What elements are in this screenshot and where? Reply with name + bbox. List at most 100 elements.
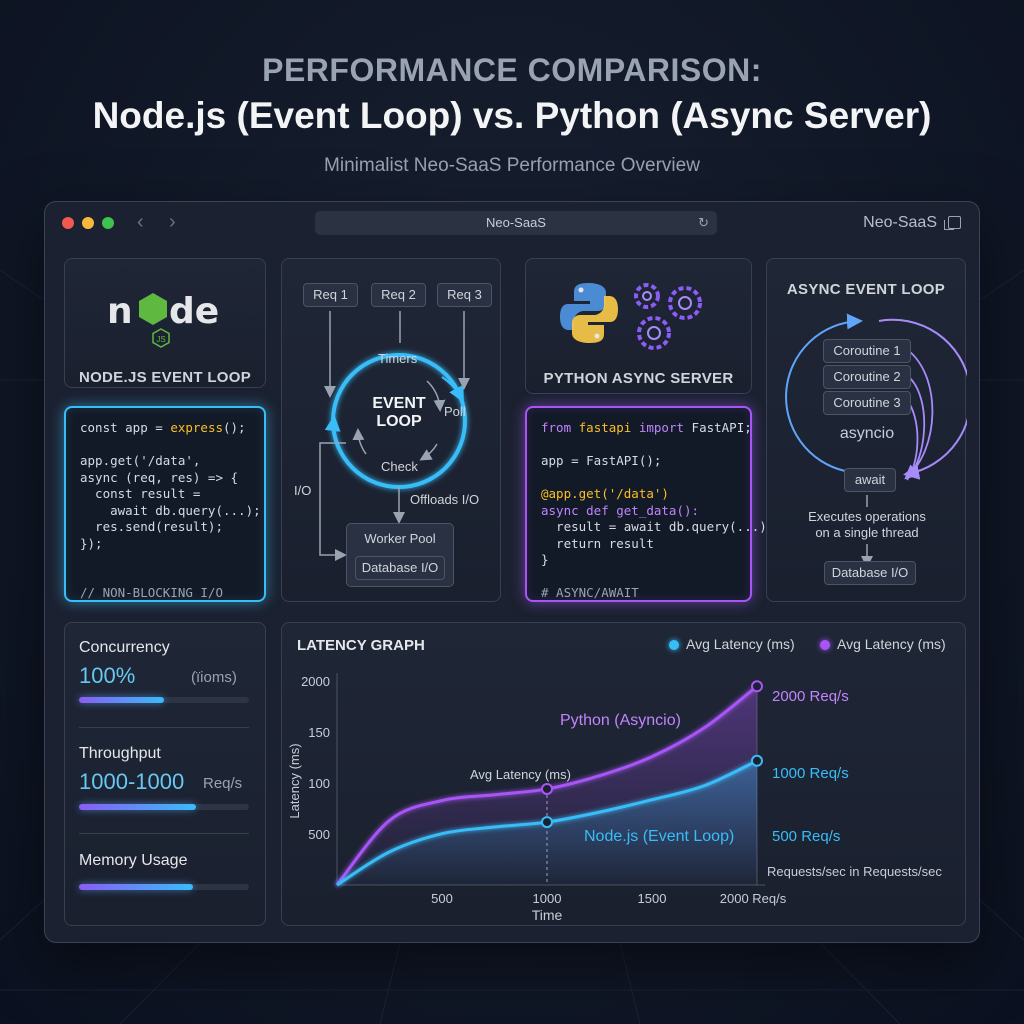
async-loop-title: ASYNC EVENT LOOP (786, 281, 946, 298)
x-tick-label: 500 (431, 891, 453, 906)
code-line: async (req, res) => { (80, 469, 239, 485)
python-series-label: Python (Asyncio) (560, 712, 681, 729)
code-line: @app.get('/data') (541, 486, 669, 501)
node-panel-label: NODE.JS EVENT LOOP (78, 369, 252, 386)
code-comment: # ASYNC/AWAIT (541, 585, 639, 600)
data-point-marker (751, 680, 763, 693)
node-low-annotation: 500 Req/s (772, 828, 840, 845)
code-line: }); (80, 535, 103, 551)
async-database-chip: Database I/O (824, 561, 916, 585)
code-line: async def get_data(): (541, 502, 700, 518)
latency-chart-panel: LATENCY GRAPH Avg Latency (ms) Avg Laten… (281, 622, 966, 926)
data-point-marker (751, 754, 763, 767)
throughput-bar-fill (79, 804, 197, 810)
loop-word: LOOP (376, 413, 422, 430)
code-line: await db.query(...); (80, 502, 261, 518)
code-line: return result (541, 535, 654, 551)
coroutine-3-chip: Coroutine 3 (823, 391, 911, 415)
concurrency-value: 100% (79, 663, 136, 688)
concurrency-unit: (ïioms) (191, 669, 237, 686)
io-label: I/O (294, 483, 312, 498)
back-arrow-icon[interactable]: ‹ (137, 211, 144, 233)
worker-pool-label: Worker Pool (364, 531, 436, 546)
offloads-io-label: Offloads I/O (410, 492, 480, 507)
event-loop-panel: Req 1 Req 2 Req 3 Timers Poll Check EVEN… (281, 258, 501, 602)
svg-text:n: n (107, 291, 133, 332)
node-end-annotation: 1000 Req/s (772, 765, 849, 782)
requests-note: Requests/sec in Requests/sec (767, 864, 942, 879)
worker-pool-box: Worker Pool Database I/O (346, 523, 454, 587)
throughput-unit: Req/s (203, 775, 243, 792)
code-token: (); (223, 420, 246, 435)
python-end-annotation: 2000 Req/s (772, 688, 849, 705)
event-loop-center-label: EVENT LOOP (359, 395, 439, 431)
code-line: } (541, 552, 549, 567)
database-io-chip: Database I/O (355, 556, 445, 580)
poll-label: Poll (444, 404, 466, 419)
python-panel: PYTHON ASYNC SERVER (525, 258, 752, 394)
memory-bar-fill (79, 884, 193, 890)
request-3-chip: Req 3 (437, 283, 492, 307)
copy-icon[interactable] (944, 216, 961, 230)
marker-annotation: Avg Latency (ms) (470, 767, 571, 782)
code-token: fastapi (578, 420, 632, 435)
code-line: const result = (80, 486, 201, 501)
x-axis-label: Time (532, 907, 563, 923)
data-point-marker (541, 782, 553, 795)
node-series-label: Node.js (Event Loop) (584, 828, 734, 845)
address-bar[interactable]: Neo-SaaS ↻ (315, 211, 717, 235)
code-comment: // NON-BLOCKING I/O (80, 585, 223, 600)
throughput-value: 1000-1000 (79, 769, 185, 794)
async-loop-panel: ASYNC EVENT LOOP Coroutine 1 Coroutine 2… (766, 258, 967, 602)
python-logo-group (560, 283, 702, 350)
header-kicker: PERFORMANCE COMPARISON: (262, 52, 762, 88)
legend-node-marker (669, 640, 679, 650)
metrics-panel: Concurrency 100% (ïioms) Throughput 1000… (64, 622, 266, 926)
request-1-chip: Req 1 (303, 283, 358, 307)
throughput-title: Throughput (79, 745, 161, 762)
check-label: Check (381, 459, 418, 474)
request-2-chip: Req 2 (371, 283, 426, 307)
minimize-window-button[interactable] (82, 217, 94, 229)
python-panel-label: PYTHON ASYNC SERVER (543, 370, 734, 387)
node-code-block: const app = express(); app.get('/data', … (64, 406, 266, 602)
forward-arrow-icon[interactable]: › (169, 211, 176, 233)
code-line: app.get('/data', (80, 453, 201, 468)
concurrency-bar (79, 697, 249, 703)
x-tick-label: 1500 (638, 891, 667, 906)
code-token: import (631, 420, 692, 435)
legend-python-marker (820, 640, 830, 650)
concurrency-bar-fill (79, 697, 164, 703)
metrics-divider (79, 727, 249, 728)
code-token: express (170, 420, 223, 435)
code-line: result = await db.query(...); (541, 519, 775, 534)
page-header: PERFORMANCE COMPARISON: Node.js (Event L… (0, 52, 1024, 177)
data-point-marker (541, 816, 553, 829)
x-tick-label: 2000 Req/s (720, 891, 787, 906)
chart-title: LATENCY GRAPH (297, 637, 425, 654)
nodejs-badge: JS (156, 335, 165, 344)
code-line: const app = (80, 420, 171, 435)
y-tick-label: 150 (308, 725, 330, 740)
browser-window: ‹ › Neo-SaaS ↻ Neo-SaaS n de JS NODE.JS … (44, 201, 980, 943)
throughput-bar (79, 804, 249, 810)
y-tick-label: 500 (308, 827, 330, 842)
code-line: app = FastAPI(); (541, 453, 662, 468)
x-tick-label: 1000 (533, 891, 562, 906)
reload-icon[interactable]: ↻ (698, 215, 709, 230)
close-window-button[interactable] (62, 217, 74, 229)
legend-python-label: Avg Latency (ms) (837, 636, 946, 652)
y-tick-label: 100 (308, 776, 330, 791)
maximize-window-button[interactable] (102, 217, 114, 229)
page-title: Node.js (Event Loop) vs. Python (Async S… (92, 95, 932, 136)
address-text: Neo-SaaS (486, 215, 546, 230)
coroutine-1-chip: Coroutine 1 (823, 339, 911, 363)
memory-bar (79, 884, 249, 890)
concurrency-title: Concurrency (79, 639, 170, 656)
metrics-divider (79, 833, 249, 834)
window-brand: Neo-SaaS (863, 214, 937, 231)
node-panel: n de JS NODE.JS EVENT LOOP (64, 258, 266, 388)
code-line: res.send(result); (80, 519, 223, 534)
code-token: from (541, 420, 579, 435)
